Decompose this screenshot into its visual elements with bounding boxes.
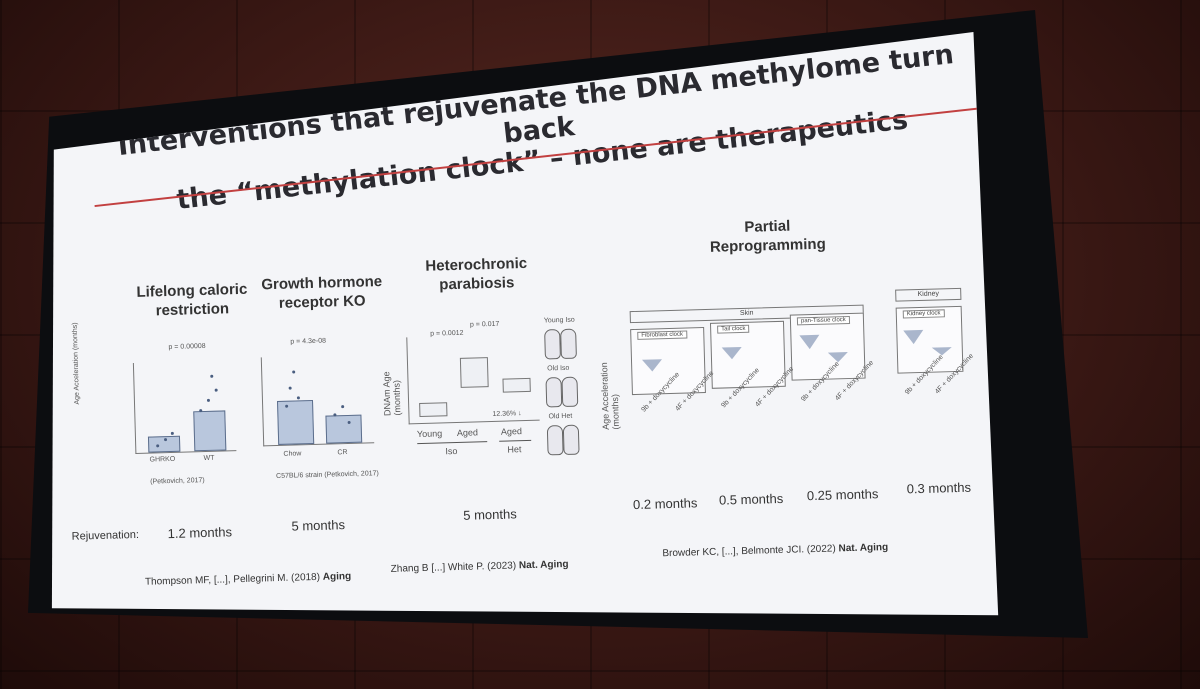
fibroblast-clock-label: Fibroblast clock bbox=[637, 330, 688, 340]
parabiosis-box-aged-het bbox=[502, 377, 531, 393]
cr-point bbox=[170, 431, 174, 435]
reprogramming-header: Partial Reprogramming bbox=[709, 217, 826, 256]
mouse-icon bbox=[544, 329, 561, 360]
mouse-label-young-iso: Young Iso bbox=[543, 316, 575, 325]
rejuvenation-pan-tissue: 0.25 months bbox=[806, 486, 879, 504]
gh-point bbox=[296, 396, 300, 400]
kidney-bowtie bbox=[903, 329, 924, 345]
het-group-line bbox=[499, 439, 532, 442]
parabiosis-group-iso: Iso bbox=[445, 445, 458, 457]
tail-bowtie bbox=[721, 346, 743, 360]
cr-point bbox=[199, 409, 203, 413]
parabiosis-group-het: Het bbox=[507, 444, 522, 455]
parabiosis-box-young bbox=[419, 402, 448, 418]
tail-clock-label: Tail clock bbox=[717, 324, 750, 334]
rejuvenation-cr: 1.2 months bbox=[167, 524, 233, 542]
gh-point bbox=[292, 370, 296, 374]
mouse-label-old-iso: Old Iso bbox=[547, 364, 570, 373]
parabiosis-category-aged-iso: Aged bbox=[456, 427, 479, 438]
cr-source-note: (Petkovich, 2017) bbox=[150, 477, 205, 486]
cr-bar-wt bbox=[193, 410, 227, 452]
rejuvenation-parabiosis: 5 months bbox=[463, 506, 517, 523]
cr-y-axis-label: Age Acceleration (months) bbox=[71, 322, 82, 405]
iso-group-line bbox=[417, 441, 488, 445]
mouse-label-old-het: Old Het bbox=[548, 412, 573, 421]
gh-point bbox=[285, 404, 289, 408]
rejuvenation-tail: 0.5 months bbox=[718, 490, 784, 508]
gh-point bbox=[333, 413, 337, 417]
kidney-group-box: Kidney bbox=[895, 287, 962, 302]
parabiosis-annotation: 12.36% ↓ bbox=[492, 410, 522, 418]
mouse-icon bbox=[546, 425, 564, 456]
fibroblast-bowtie bbox=[641, 359, 663, 372]
gh-point bbox=[341, 405, 345, 409]
gh-bar-chart bbox=[260, 354, 375, 447]
parabiosis-category-young: Young bbox=[416, 428, 443, 440]
cr-category-ghrko: GHRKO bbox=[149, 455, 176, 464]
reprogramming-y-axis-label: Age Acceleration (months) bbox=[599, 362, 621, 430]
cr-point bbox=[163, 438, 168, 442]
caloric-restriction-header: Lifelong caloric restriction bbox=[136, 280, 248, 320]
cr-point bbox=[206, 398, 210, 402]
cr-point bbox=[214, 388, 218, 392]
cr-point bbox=[156, 444, 160, 448]
rejuvenation-fibroblast: 0.2 months bbox=[632, 495, 698, 513]
reference-browder-journal: Nat. Aging bbox=[838, 541, 889, 555]
gh-p-value: p = 4.3e-08 bbox=[290, 337, 327, 346]
kidney-bowtie bbox=[931, 347, 952, 356]
parabiosis-y-axis-label: DNAm Age (months) bbox=[381, 371, 403, 417]
gh-category-cr: CR bbox=[337, 449, 348, 457]
cr-bar-chart bbox=[132, 360, 237, 454]
parabiosis-p-value-2: p = 0.017 bbox=[469, 320, 500, 329]
reference-thompson-authors: Thompson MF, [...], Pellegrini M. (2018) bbox=[144, 571, 321, 588]
reference-zhang: Zhang B [...] White P. (2023) Nat. Aging bbox=[391, 559, 569, 575]
growth-hormone-header: Growth hormone receptor KO bbox=[261, 273, 383, 312]
rejuvenation-label: Rejuvenation: bbox=[71, 528, 140, 543]
rejuvenation-gh: 5 months bbox=[291, 517, 346, 534]
gh-bar-chow bbox=[276, 399, 315, 445]
parabiosis-category-aged-het: Aged bbox=[500, 426, 523, 437]
parabiosis-header: Heterochronic parabiosis bbox=[425, 254, 528, 294]
mouse-icon bbox=[562, 424, 580, 455]
reference-browder: Browder KC, [...], Belmonte JCI. (2022) … bbox=[662, 542, 888, 559]
kidney-clock-label: Kidney clock bbox=[902, 309, 945, 319]
reference-zhang-authors: Zhang B [...] White P. (2023) bbox=[390, 560, 517, 575]
pan-tissue-bowtie bbox=[799, 334, 820, 350]
rejuvenation-kidney: 0.3 months bbox=[906, 479, 972, 497]
pan-tissue-bowtie bbox=[827, 352, 849, 363]
mouse-icon bbox=[545, 377, 563, 408]
gh-point bbox=[288, 386, 292, 390]
pan-tissue-clock-label: pan-Tissue clock bbox=[796, 315, 850, 326]
mouse-icon bbox=[561, 376, 579, 408]
gh-point bbox=[347, 420, 351, 425]
reference-browder-authors: Browder KC, [...], Belmonte JCI. (2022) bbox=[662, 543, 836, 560]
reference-thompson: Thompson MF, [...], Pellegrini M. (2018)… bbox=[145, 571, 351, 588]
cr-category-wt: WT bbox=[203, 454, 215, 463]
cr-point bbox=[210, 374, 214, 378]
gh-category-chow: Chow bbox=[283, 450, 302, 458]
mouse-icon bbox=[560, 328, 577, 360]
reference-zhang-journal: Nat. Aging bbox=[518, 558, 569, 572]
gh-source-note: C57BL/6 strain (Petkovich, 2017) bbox=[276, 470, 379, 481]
gh-bar-cr bbox=[325, 414, 363, 444]
parabiosis-box-aged-iso bbox=[459, 357, 489, 388]
reference-thompson-journal: Aging bbox=[322, 570, 352, 583]
cr-p-value: p = 0.00008 bbox=[168, 342, 206, 351]
